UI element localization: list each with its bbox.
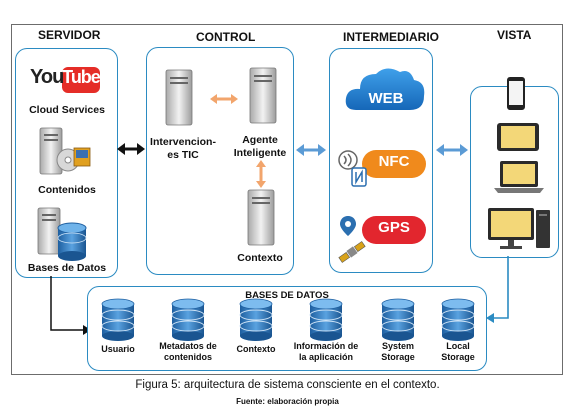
db-local-storage-label-line2: Storage (441, 352, 475, 362)
connector-vista-bases (486, 256, 509, 323)
db-informacion-aplicacion-icon (309, 298, 343, 341)
db-local-storage-label-line1: Local (446, 341, 470, 351)
youtube-tube-text: Tube (62, 67, 101, 87)
smartphone-icon (507, 77, 525, 110)
agente-server-icon (249, 67, 277, 124)
header-intermediario: INTERMEDIARIO (343, 30, 439, 44)
contenidos-label: Contenidos (38, 184, 96, 196)
gps-label: GPS (378, 219, 410, 236)
db-contexto-label-line1: Contexto (236, 344, 276, 354)
intervenciones-server-icon (165, 69, 193, 126)
arrow-intermediario-vista (436, 144, 468, 156)
contexto-control-label: Contexto (237, 252, 283, 264)
db-local-storage-icon (441, 298, 475, 341)
db-informacion-aplicacion-label-line1: Información de (293, 341, 359, 351)
contexto-server-icon (247, 189, 275, 246)
agente-label-line2: Inteligente (233, 147, 287, 159)
db-metadatos-contenidos-label-line1: Metadatos de (159, 341, 217, 351)
desktop-computer-icon (488, 208, 550, 249)
db-usuario-label-line1: Usuario (101, 344, 135, 354)
arrow-agente-contexto (256, 160, 266, 188)
nfc-icon (338, 150, 426, 187)
gps-icon (338, 216, 426, 263)
bases-de-datos-box (87, 286, 487, 371)
db-informacion-aplicacion-label-line2: la aplicación (298, 352, 354, 362)
laptop-icon (494, 161, 544, 193)
db-usuario-icon (101, 298, 135, 341)
header-vista: VISTA (497, 28, 532, 42)
youtube-logo (62, 67, 100, 93)
bases-de-datos-label: Bases de Datos (27, 262, 107, 274)
youtube-you-text: You (30, 66, 64, 88)
figure-source: Fuente: elaboración propia (236, 397, 339, 406)
db-metadatos-contenidos-label-line2: contenidos (163, 352, 212, 362)
figure-caption: Figura 5: arquitectura de sistema consci… (135, 379, 440, 391)
header-control: CONTROL (196, 30, 256, 44)
arrow-servidor-control (117, 143, 145, 155)
agente-label-line1: Agente (242, 134, 278, 146)
web-label: WEB (368, 90, 404, 107)
intervenciones-label-line2: es TIC (167, 149, 199, 161)
db-system-storage-label-line2: Storage (381, 352, 415, 362)
header-servidor: SERVIDOR (38, 28, 101, 42)
bases-datos-server-icon (37, 207, 87, 261)
arrow-intervenciones-agente (210, 94, 238, 104)
db-contexto-icon (239, 298, 273, 341)
outer-frame (11, 24, 563, 375)
db-system-storage-label-line1: System (381, 341, 415, 351)
arrow-control-intermediario (296, 144, 326, 156)
tablet-icon (497, 123, 539, 151)
contenidos-server-icon (39, 127, 91, 175)
db-metadatos-contenidos-icon (171, 298, 205, 341)
intervenciones-label-line1: Intervencion- (150, 136, 216, 148)
cloud-services-label: Cloud Services (29, 104, 105, 116)
nfc-label: NFC (378, 153, 410, 170)
db-system-storage-icon (381, 298, 415, 341)
bases-de-datos-title: BASES DE DATOS (245, 290, 329, 301)
web-cloud-icon (345, 68, 425, 110)
